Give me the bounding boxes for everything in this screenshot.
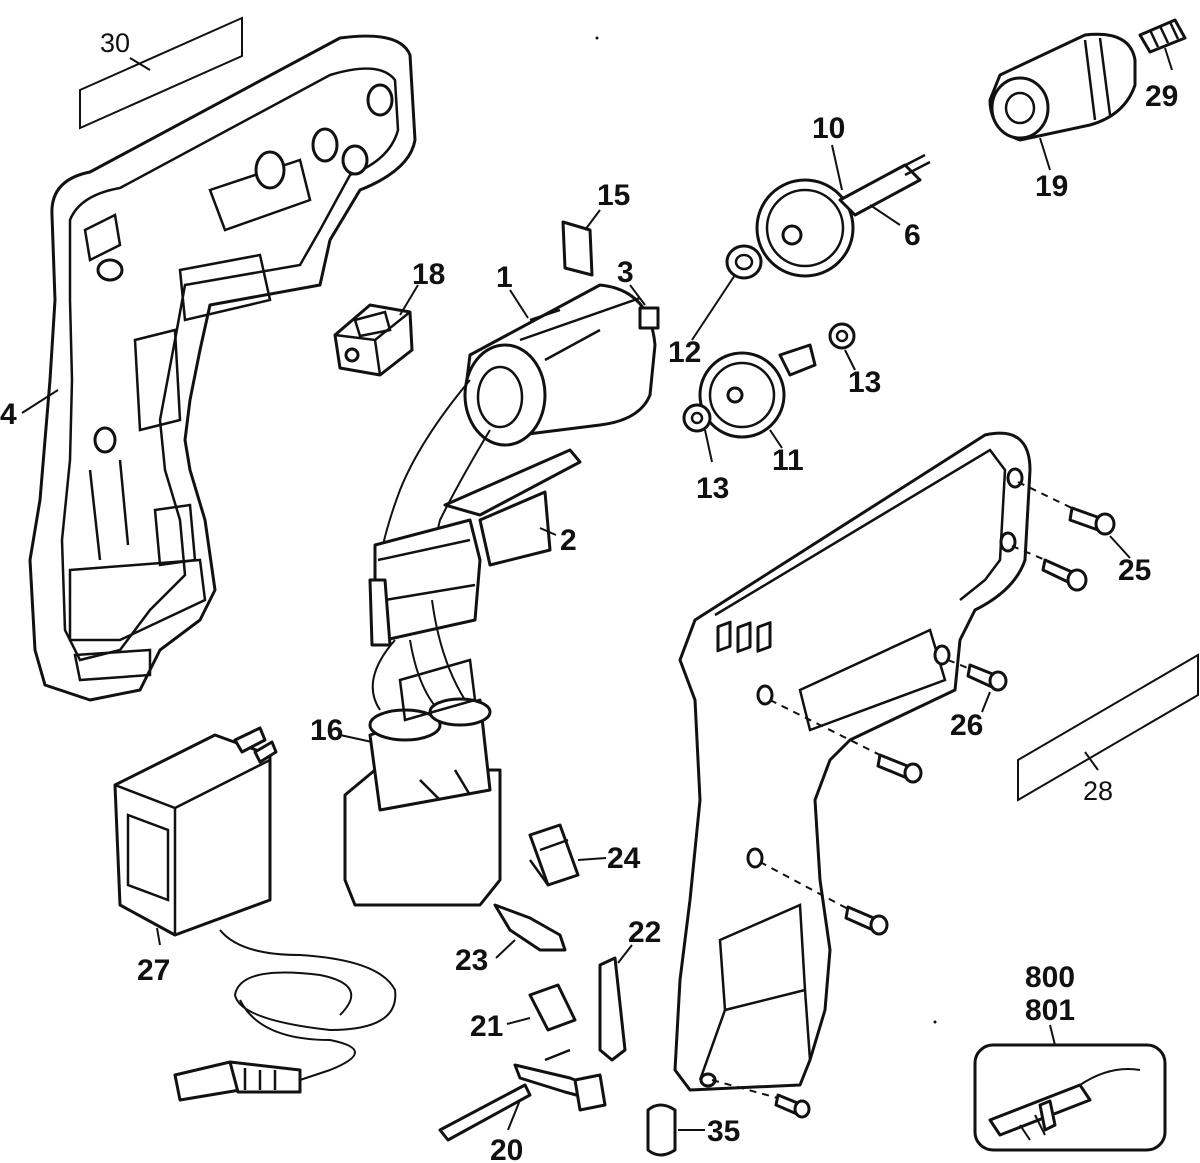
callout-13-upper: 13 — [848, 366, 881, 399]
screw-grip — [844, 905, 889, 936]
gear-11 — [698, 343, 817, 439]
leader-21 — [506, 1017, 531, 1025]
callout-3: 3 — [617, 256, 634, 289]
leader-25 — [1109, 535, 1131, 559]
screw-path-upper-2 — [1011, 545, 1051, 563]
callout-15: 15 — [597, 179, 630, 212]
leader-3 — [629, 284, 646, 306]
stray-dot — [595, 36, 599, 40]
callout-6: 6 — [904, 219, 921, 252]
motor-1 — [463, 283, 660, 447]
callout-19: 19 — [1035, 170, 1068, 203]
leader-26 — [981, 691, 991, 713]
callout-1: 1 — [496, 261, 513, 294]
callout-27: 27 — [137, 954, 170, 987]
callout-800: 800 — [1025, 961, 1075, 994]
screw-29 — [1138, 18, 1187, 54]
battery-pack-16 — [343, 658, 502, 907]
screw-path-grip — [759, 861, 851, 911]
brush-holder-18 — [333, 303, 414, 377]
washer-13-upper — [828, 322, 856, 350]
leader-11 — [769, 429, 783, 449]
clip-24 — [528, 823, 580, 887]
callout-13-lower: 13 — [696, 472, 729, 505]
label-plate-30 — [79, 16, 243, 130]
screw-trigger — [876, 753, 923, 784]
clip-21 — [528, 983, 577, 1032]
screw-25-b — [1041, 558, 1088, 592]
callout-11: 11 — [772, 444, 804, 477]
sleeve-35 — [646, 1103, 677, 1157]
brush-plate-15 — [561, 220, 594, 277]
callout-23: 23 — [455, 944, 488, 977]
leader-2 — [539, 527, 557, 536]
callout-801: 801 — [1025, 994, 1075, 1027]
leader-10 — [831, 144, 843, 191]
motor-wire-left — [379, 379, 471, 561]
gear-10 — [755, 178, 855, 278]
callout-16: 16 — [310, 714, 343, 747]
callout-30: 30 — [100, 28, 130, 58]
screw-26 — [966, 663, 1008, 692]
callout-29: 29 — [1145, 80, 1178, 113]
shaft-6 — [838, 153, 931, 217]
screw-base — [774, 1093, 811, 1119]
leader-29 — [1164, 47, 1173, 71]
callout-18: 18 — [412, 258, 445, 291]
callout-20: 20 — [490, 1134, 523, 1163]
screwdriver-bit-22 — [598, 956, 627, 1062]
leader-20 — [507, 1099, 521, 1131]
bracket-23 — [493, 903, 567, 952]
leader-1 — [509, 289, 529, 319]
leader-800 — [1049, 1024, 1056, 1046]
stray-dot — [933, 1020, 937, 1024]
leader-13-upper — [844, 349, 856, 371]
leader-16 — [339, 734, 373, 743]
charger-27 — [113, 726, 397, 1102]
callout-2: 2 — [560, 524, 577, 557]
chuck-19 — [988, 32, 1137, 142]
inset-tool-box — [973, 1043, 1167, 1152]
leader-19 — [1039, 137, 1051, 171]
screw-path-upper-1 — [1017, 481, 1081, 513]
callout-35: 35 — [707, 1115, 740, 1148]
label-plate-28 — [1017, 653, 1199, 802]
leader-6 — [869, 204, 901, 226]
callout-10: 10 — [812, 112, 845, 145]
bearing-12 — [725, 244, 763, 280]
left-housing-half — [28, 34, 417, 702]
callout-28: 28 — [1083, 776, 1113, 806]
screw-path-mid — [947, 659, 986, 676]
washer-13-lower — [682, 403, 712, 433]
callout-12: 12 — [668, 336, 701, 369]
right-housing-half — [673, 431, 1032, 1092]
callout-25: 25 — [1118, 554, 1151, 587]
screw-25-a — [1068, 506, 1116, 536]
callout-4: 4 — [0, 398, 17, 431]
callout-21: 21 — [470, 1010, 503, 1043]
leader-18 — [399, 284, 419, 316]
chuck-key-20 — [438, 1048, 607, 1142]
leader-15 — [584, 209, 601, 231]
leader-22 — [617, 944, 633, 964]
leader-23 — [495, 939, 516, 959]
callout-24: 24 — [607, 842, 641, 875]
leader-4 — [21, 389, 59, 414]
leader-13-lower — [704, 429, 713, 463]
callout-26: 26 — [950, 709, 983, 742]
switch-assembly-2 — [368, 448, 582, 647]
screw-path-trigger — [769, 699, 891, 761]
callout-22: 22 — [628, 916, 661, 949]
leader-27 — [156, 927, 161, 946]
leader-12 — [691, 274, 736, 341]
leader-24 — [577, 857, 607, 861]
